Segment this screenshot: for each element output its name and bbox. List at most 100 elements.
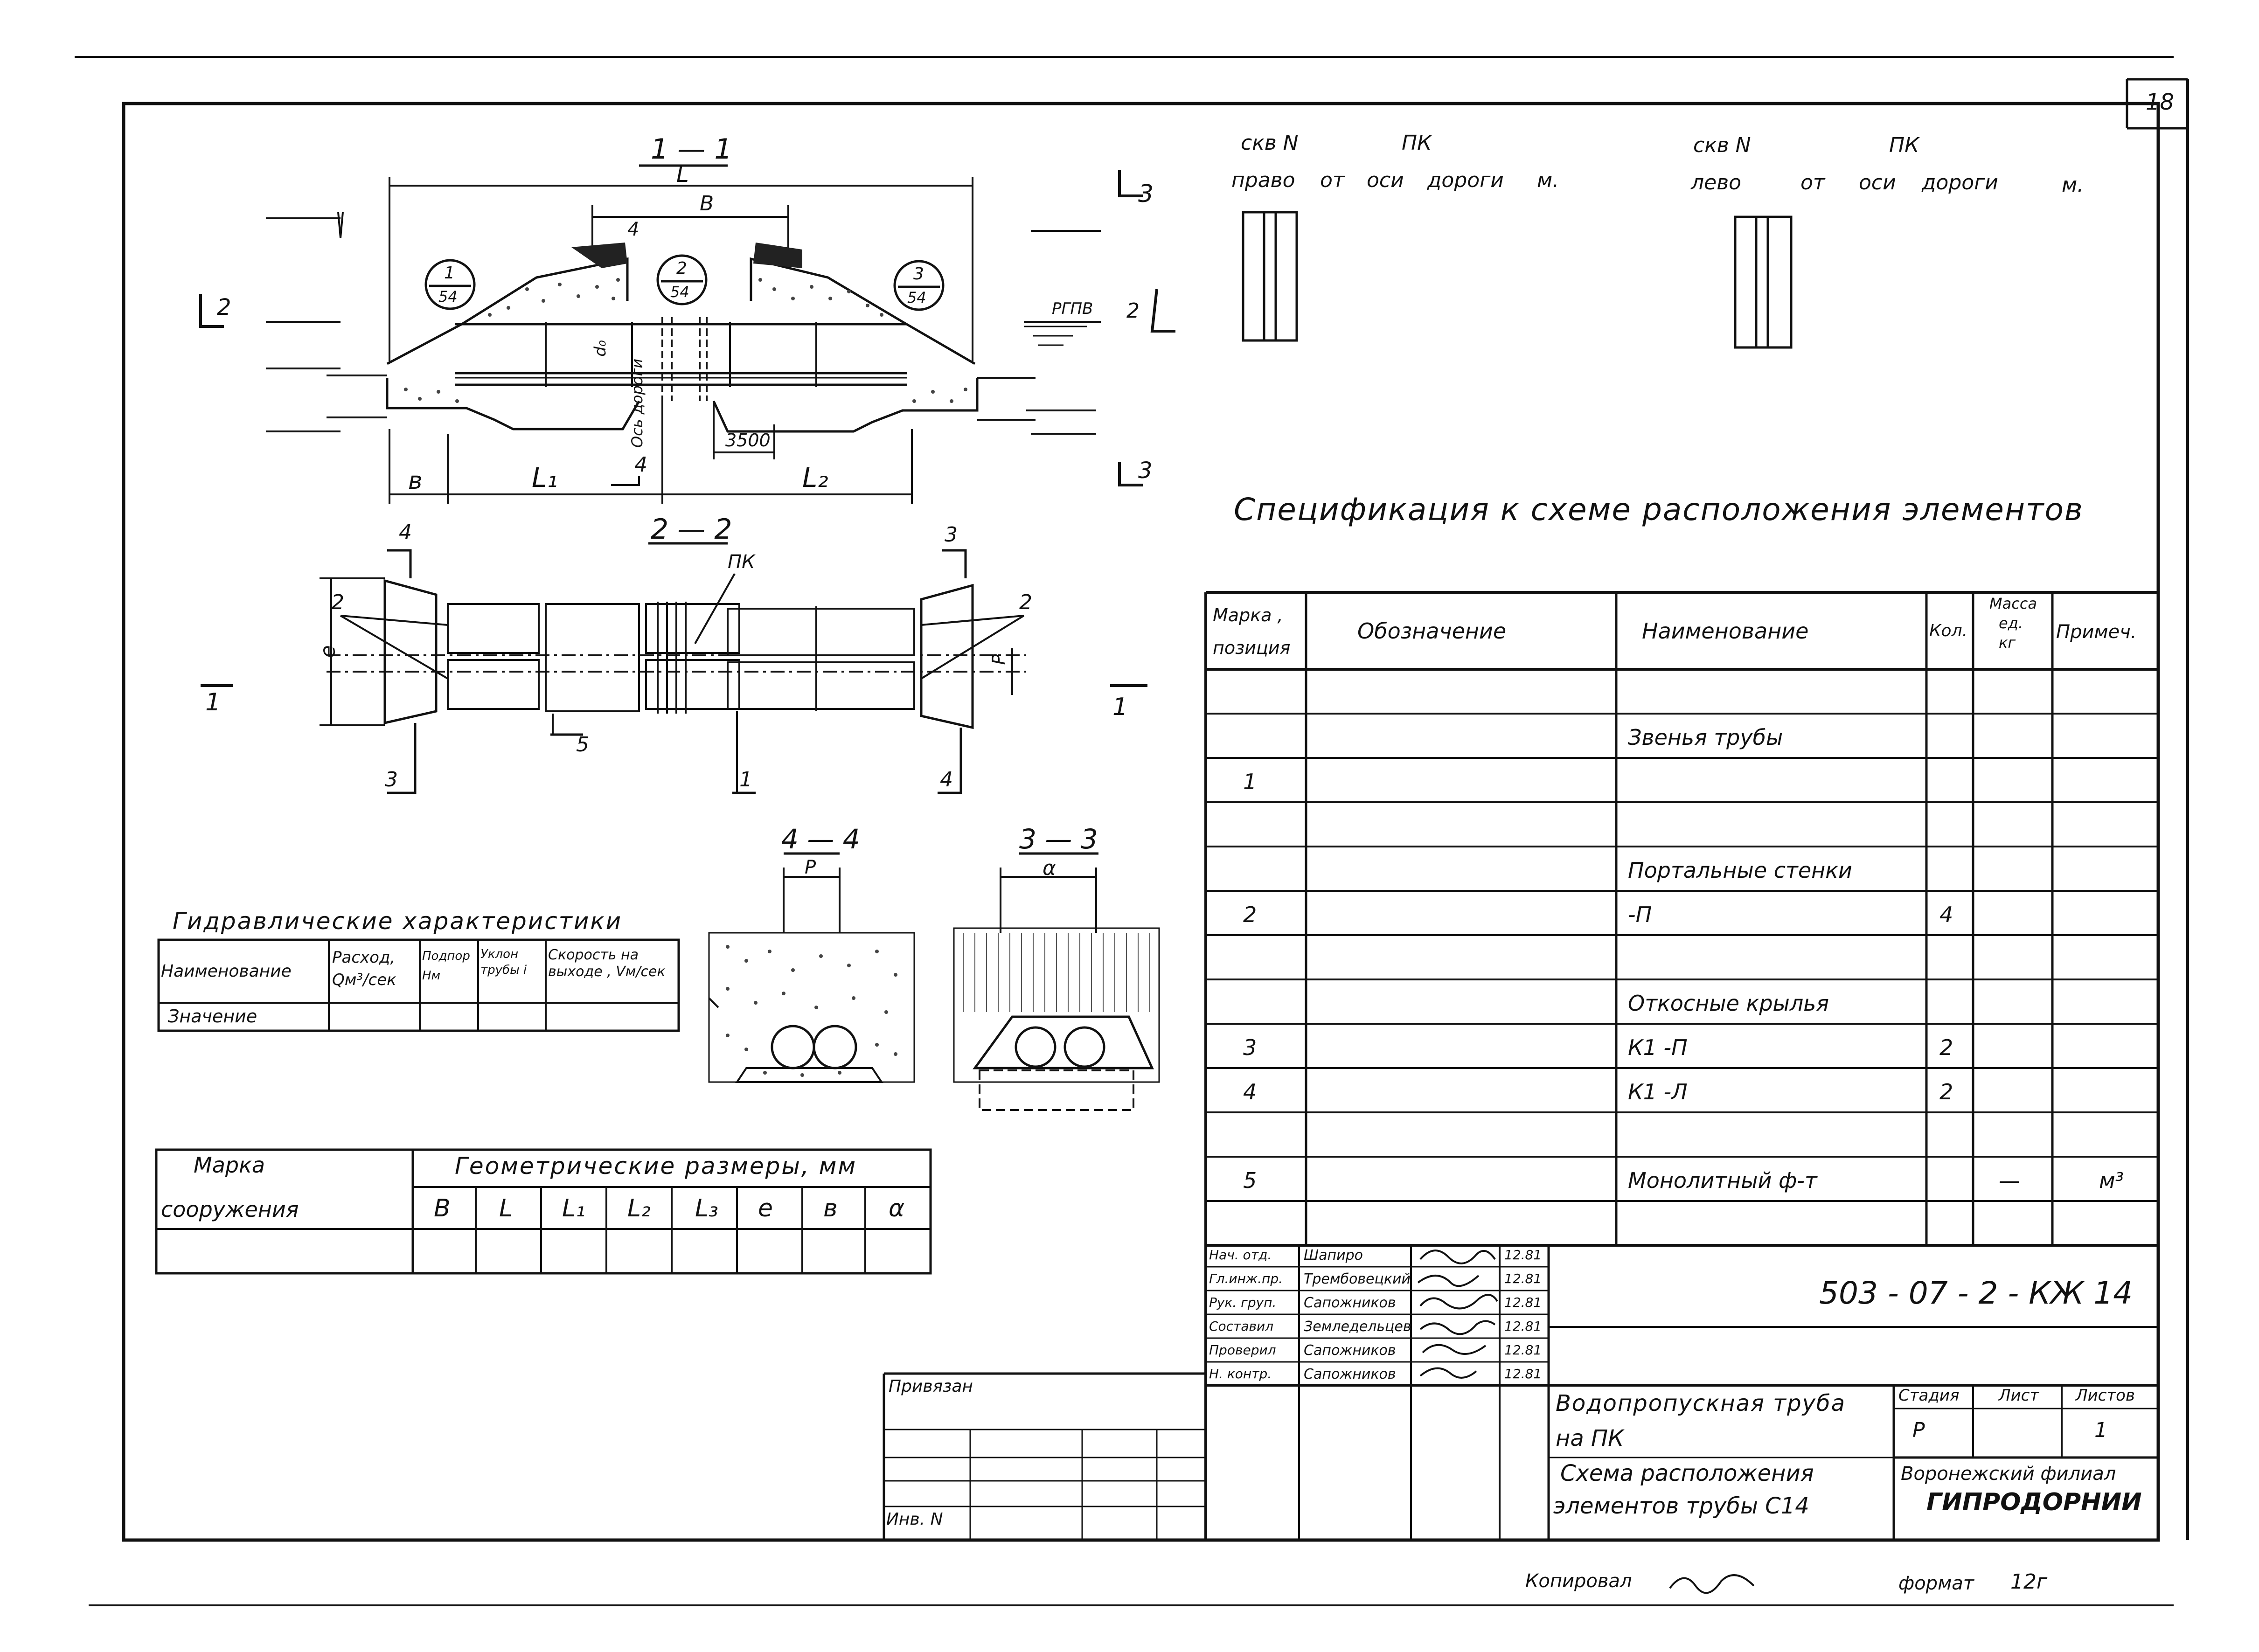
sheets-label: Листов	[2076, 1386, 2135, 1405]
hydraulics-table-grid	[157, 938, 680, 1032]
spec-header-mark-1: Марка ,	[1213, 605, 1283, 625]
format-label: формат	[1898, 1573, 1974, 1594]
dim-e: е	[316, 645, 340, 658]
spec-header-mark-2: позиция	[1213, 638, 1291, 658]
mark-2-2-left-2: 2	[331, 590, 344, 614]
org-line-2: ГИПРОДОРНИИ	[1926, 1488, 2142, 1516]
callout-3-bottom: 54	[907, 289, 926, 306]
spec-row-lines	[1206, 713, 2158, 1246]
geometry-col-header: L	[499, 1194, 513, 1222]
borehole-left-text-3: дороги	[1922, 171, 1998, 194]
sheets-value: 1	[2094, 1418, 2107, 1442]
spec-cell-mass: —	[1999, 1168, 2020, 1193]
label-d0: d₀	[591, 340, 610, 357]
spec-cell-name: -П	[1628, 902, 1652, 927]
org-line-1: Воронежский филиал	[1901, 1463, 2116, 1485]
borehole-right-text-2: оси	[1367, 168, 1404, 192]
hydraulics-header-slope: Уклон трубы i	[480, 947, 541, 979]
dim-L2: L₂	[802, 462, 828, 493]
borehole-right-text-1: от	[1320, 168, 1345, 192]
signature-date: 12.81	[1504, 1271, 1542, 1286]
callout-2-bottom: 54	[670, 283, 689, 301]
mark-2-2-bottom-4: 4	[940, 768, 953, 791]
dim-P-2-2: Р	[988, 654, 1009, 665]
hydraulics-header-flow-text: Расход, Qм³/сек	[332, 948, 396, 989]
spec-cell-qty: 2	[1939, 1079, 1953, 1104]
bound-label: Привязан	[889, 1377, 973, 1396]
signature-date: 12.81	[1504, 1295, 1542, 1310]
geometry-mark-header-2: сооружения	[161, 1197, 299, 1222]
spec-header-name: Наименование	[1642, 618, 1809, 644]
signature-name: Сапожников	[1304, 1342, 1396, 1359]
spec-cell-qty: 4	[1939, 902, 1953, 927]
mark-top-right-3: 3	[1138, 180, 1154, 208]
copied-by-label: Копировал	[1525, 1570, 1632, 1592]
signature-role: Составил	[1209, 1319, 1274, 1334]
borehole-right-text-0: право	[1231, 168, 1295, 192]
signature-role: Н. контр.	[1209, 1366, 1272, 1381]
spec-cell-qty: 2	[1939, 1035, 1953, 1060]
borehole-right-pk: ПК	[1402, 131, 1432, 155]
spec-cell-note: м³	[2099, 1168, 2124, 1193]
spec-cell-mark: 2	[1243, 902, 1257, 927]
mark-right-1: 1	[1112, 693, 1128, 721]
label-rgpv: РГПВ	[1052, 299, 1093, 318]
mark-bottom-right-3: 3	[1138, 458, 1153, 484]
spec-cell-mark: 3	[1243, 1035, 1257, 1060]
section-2-2-title: 2 — 2	[651, 513, 732, 546]
signature-name: Шапиро	[1304, 1247, 1363, 1263]
geometry-col-header: в	[823, 1194, 838, 1222]
borehole-left-text-4: м.	[2062, 173, 2084, 197]
section-4-4-fill	[726, 945, 897, 1077]
hydraulics-header-backwater: Подпор Нм	[422, 947, 478, 986]
mark-2-2-right-2: 2	[1019, 590, 1032, 614]
geometry-col-header: е	[758, 1194, 773, 1222]
dim-L1: L₁	[532, 462, 558, 493]
signature-date: 12.81	[1504, 1366, 1542, 1381]
spec-title: Спецификация к схеме расположения элемен…	[1234, 492, 2084, 528]
hydraulics-header-velocity: Скорость на выходе , Vм/сек	[548, 947, 679, 980]
geometry-col-header: α	[889, 1194, 905, 1222]
spec-cell-name: Монолитный ф-т	[1628, 1168, 1817, 1193]
stage-label: Стадия	[1898, 1386, 1960, 1405]
mark-2-2-top-left-4: 4	[399, 521, 412, 544]
geometry-col-header: L₁	[562, 1194, 585, 1222]
section-1-1-slope-caps	[571, 243, 802, 268]
section-2-2-drawing	[201, 542, 1147, 794]
section-1-1-fill	[404, 278, 967, 403]
mark-left-2: 2	[217, 294, 231, 320]
borehole-right-label: скв N	[1241, 131, 1299, 155]
spec-header-mass-2: ед.	[1999, 614, 2023, 632]
geometry-col-header: L₃	[695, 1194, 718, 1222]
borehole-left-text-0: лево	[1691, 171, 1742, 194]
borehole-left-text-2: оси	[1859, 171, 1896, 194]
hydraulics-row-label: Значение	[168, 1006, 257, 1027]
mark-1-1-top-4: 4	[627, 219, 639, 240]
section-4-4-drawing	[708, 852, 915, 1083]
geometry-group-header: Геометрические размеры, мм	[455, 1152, 857, 1180]
label-road-axis: Ось дороги	[628, 358, 646, 448]
signature-date: 12.81	[1504, 1319, 1542, 1334]
section-1-1-drawing	[199, 164, 1175, 504]
mark-2-2-top-right-3: 3	[945, 523, 958, 547]
signature-role: Гл.инж.пр.	[1209, 1271, 1283, 1286]
signatures-handwritten	[1417, 1249, 1755, 1594]
format-value: 12г	[2010, 1570, 2048, 1594]
signature-role: Нач. отд.	[1209, 1247, 1272, 1263]
spec-cell-name: Звенья трубы	[1628, 725, 1783, 750]
sheet-title-2: элементов трубы С14	[1553, 1493, 1809, 1519]
dim-b: в	[408, 467, 423, 495]
object-title-1: Водопропускная труба	[1556, 1390, 1846, 1416]
spec-header-mass-3: кг	[1999, 634, 2016, 652]
hydraulics-header-backwater-text: Подпор Нм	[422, 949, 470, 983]
mark-left-1: 1	[205, 688, 221, 716]
mark-bottom-4: 4	[634, 453, 647, 477]
section-3-3-hatch	[963, 933, 1150, 1012]
callout-circles	[424, 254, 945, 311]
geometry-col-header: В	[434, 1194, 451, 1222]
hydraulics-header-velocity-text: Скорость на выходе , Vм/сек	[548, 947, 666, 980]
borehole-left-label: скв N	[1693, 133, 1751, 157]
callout-1-top: 1	[444, 264, 455, 283]
hydraulics-header-name: Наименование	[161, 962, 292, 981]
